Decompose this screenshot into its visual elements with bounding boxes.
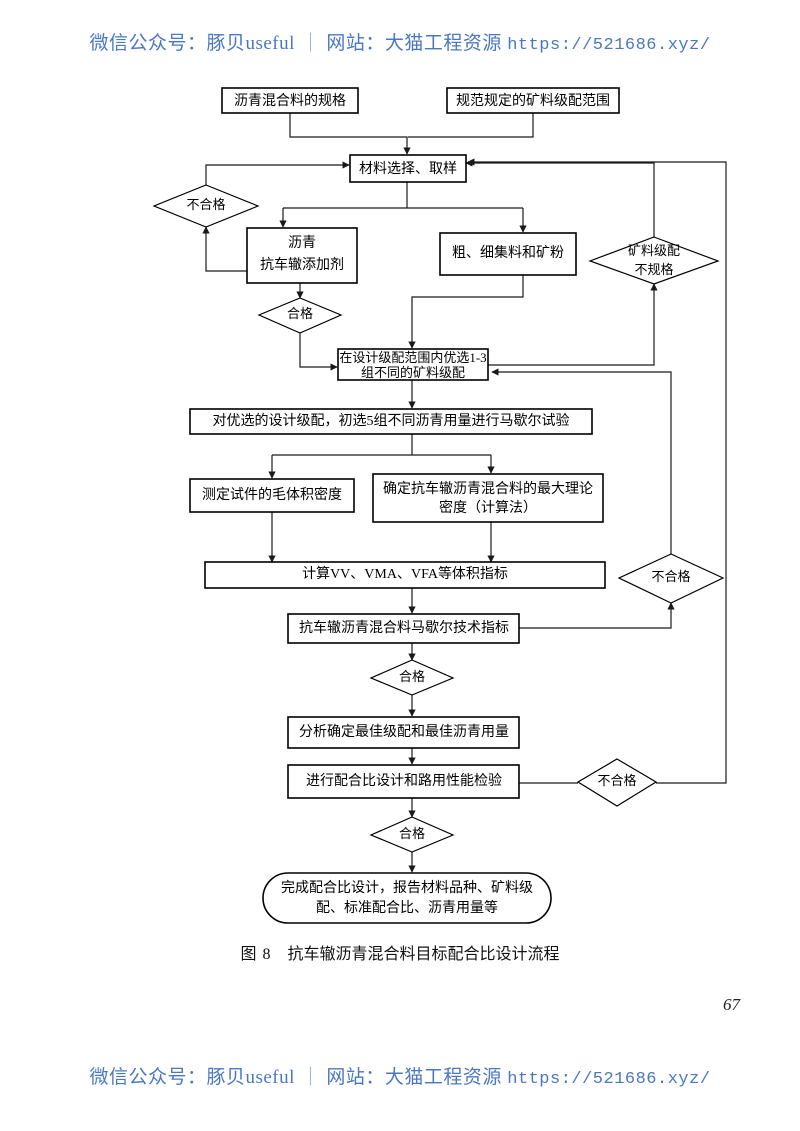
node-additive[interactable]: 沥青 抗车辙添加剂 [246, 227, 358, 284]
watermark-prefix-bottom: 微信公众号：豚贝useful [89, 1067, 295, 1088]
node-spec-grad-label: 规范规定的矿料级配范围 [456, 92, 610, 109]
node-volume-calc-sep2: 、 [397, 567, 411, 582]
figure-caption: 图 8 抗车辙沥青混合料目标配合比设计流程 [0, 940, 800, 964]
node-pass-3-label: 合格 [399, 826, 425, 841]
node-fail-mid-label: 不合格 [651, 569, 690, 584]
edge-fail-left-to-select [205, 161, 350, 185]
watermark-url-bottom: https://521686.xyz/ [507, 1070, 711, 1089]
node-max-density[interactable]: 确定抗车辙沥青混合料的最大理论 密度（计算法） [372, 473, 604, 523]
watermark-site: 网站：大猫工程资源 [326, 33, 502, 54]
node-grad-bad[interactable]: 矿料级配 不规格 [588, 236, 720, 285]
node-pass-1[interactable]: 合格 [257, 297, 343, 334]
edge-failbottom-to-select [467, 158, 727, 784]
edge-spec-grad-to-select [408, 112, 534, 138]
node-analyze[interactable]: 分析确定最佳级配和最佳沥青用量 [287, 716, 520, 749]
node-fail-mid[interactable]: 不合格 [617, 553, 725, 604]
page-number: 67 [723, 995, 740, 1014]
node-finish[interactable]: 完成配合比设计，报告材料品种、矿料级 配、标准配合比、沥青用量等 [262, 872, 552, 924]
edge-failmid-to-preselect [491, 368, 672, 554]
node-pass-1-label: 合格 [287, 306, 313, 321]
edge-layer [202, 112, 727, 873]
watermark-site-bottom: 网站：大猫工程资源 [326, 1067, 502, 1088]
node-fail-left-label: 不合格 [186, 197, 225, 212]
watermark-bottom: 微信公众号：豚贝useful｜网站：大猫工程资源 https://521686.… [0, 1062, 800, 1089]
figure-caption-number: 图 8 [240, 946, 272, 963]
node-spec-mix-label: 沥青混合料的规格 [234, 93, 346, 109]
node-grad-bad-label-line2: 不规格 [634, 262, 673, 277]
node-pass-3[interactable]: 合格 [369, 816, 455, 853]
node-preselect[interactable]: 在设计级配范围内优选1-3 组不同的矿料级配 [337, 348, 489, 381]
node-grad-bad-label-line1: 矿料级配 [628, 243, 680, 258]
watermark-separator: ｜ [300, 33, 321, 54]
node-additive-label-line2: 抗车辙添加剂 [260, 256, 344, 273]
node-volume-calc-vv: VV [330, 567, 350, 582]
figure-caption-title: 抗车辙沥青混合料目标配合比设计流程 [287, 946, 560, 963]
node-volume-calc-post: 等体积指标 [438, 565, 508, 582]
node-volume-calc-pre: 计算 [302, 566, 330, 582]
node-marshall-idx-label: 抗车辙沥青混合料马歇尔技术指标 [299, 619, 509, 636]
node-select-label: 材料选择、取样 [359, 161, 457, 177]
node-volume-calc[interactable]: 计算VV、VMA、VFA等体积指标 [204, 561, 606, 589]
node-preselect-label-line2: 组不同的矿料级配 [361, 365, 465, 380]
edge-additive-to-fail-left [202, 226, 247, 272]
node-aggregate-label: 粗、细集料和矿粉 [452, 244, 564, 261]
node-mix-design-label: 进行配合比设计和路用性能检验 [306, 773, 502, 789]
node-fail-bottom[interactable]: 不合格 [576, 758, 658, 807]
edge-preselect-to-gradbad [488, 283, 658, 366]
flowchart: 沥青混合料的规格 规范规定的矿料级配范围 材料选择、取样 不合格 沥青 抗车辙添… [0, 75, 800, 935]
edge-marshallidx-to-failmid [519, 602, 675, 629]
node-pass-2-label: 合格 [399, 669, 425, 684]
watermark-top: 微信公众号：豚贝useful｜网站：大猫工程资源 https://521686.… [0, 28, 800, 55]
node-analyze-label: 分析确定最佳级配和最佳沥青用量 [299, 724, 509, 740]
watermark-url: https://521686.xyz/ [507, 36, 711, 55]
node-preselect-label-line1: 在设计级配范围内优选1-3 [339, 350, 486, 365]
node-bulk-density[interactable]: 测定试件的毛体积密度 [189, 478, 355, 513]
node-volume-calc-vma: VMA [364, 567, 398, 582]
node-fail-left[interactable]: 不合格 [152, 184, 260, 228]
node-bulk-density-label: 测定试件的毛体积密度 [202, 486, 342, 503]
node-finish-label-line2: 配、标准配合比、沥青用量等 [316, 899, 498, 916]
node-aggregate[interactable]: 粗、细集料和矿粉 [439, 232, 577, 276]
edge-aggregate-to-preselect [408, 275, 524, 349]
node-volume-calc-label: 计算VV、VMA、VFA等体积指标 [302, 565, 508, 582]
node-spec-grad[interactable]: 规范规定的矿料级配范围 [446, 87, 620, 114]
node-max-density-label-line2: 密度（计算法） [439, 499, 537, 516]
node-select[interactable]: 材料选择、取样 [349, 154, 467, 183]
node-additive-label-line1: 沥青 [288, 235, 316, 251]
node-marshall[interactable]: 对优选的设计级配，初选5组不同沥青用量进行马歇尔试验 [189, 408, 593, 435]
watermark-prefix: 微信公众号：豚贝useful [89, 33, 295, 54]
node-max-density-label-line1: 确定抗车辙沥青混合料的最大理论 [383, 480, 593, 497]
node-mix-design[interactable]: 进行配合比设计和路用性能检验 [287, 764, 520, 799]
node-finish-label-line1: 完成配合比设计，报告材料品种、矿料级 [281, 880, 533, 896]
edge-pass1-to-preselect [299, 333, 338, 371]
node-marshall-idx[interactable]: 抗车辙沥青混合料马歇尔技术指标 [287, 613, 520, 644]
node-volume-calc-sep1: 、 [350, 567, 364, 582]
node-marshall-label: 对优选的设计级配，初选5组不同沥青用量进行马歇尔试验 [213, 412, 570, 429]
node-volume-calc-vfa: VFA [411, 567, 439, 582]
node-fail-bottom-label: 不合格 [597, 773, 636, 788]
edge-gradbad-to-select [465, 159, 655, 237]
watermark-separator-bottom: ｜ [300, 1067, 321, 1088]
node-spec-mix[interactable]: 沥青混合料的规格 [221, 87, 359, 114]
node-pass-2[interactable]: 合格 [369, 659, 455, 696]
edge-spec-mix-to-select [289, 112, 411, 155]
